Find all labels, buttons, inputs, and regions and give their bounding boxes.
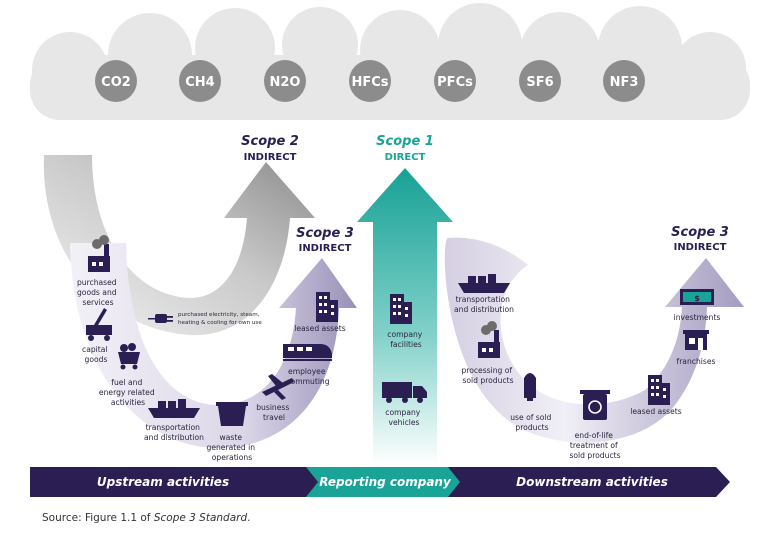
- light-bulb-icon: [524, 373, 536, 401]
- upstream-purchased-electricity-label: purchased electricity, steam, heating & …: [178, 312, 262, 326]
- svg-text:$: $: [694, 294, 700, 303]
- company-facilities-label: company facilities: [387, 330, 424, 349]
- gas-circle-ch4: [179, 60, 221, 102]
- gas-label: CO2: [101, 75, 131, 90]
- gas-label: SF6: [526, 75, 553, 90]
- company-vehicles-label: company vehicles: [385, 408, 422, 427]
- band-reporting: [306, 467, 464, 497]
- gas-circle-sf6: [519, 60, 561, 102]
- downstream-transport-label: transportation and distribution: [454, 295, 514, 314]
- scope3-upstream-arrow: [70, 243, 357, 448]
- downstream-use-label: use of sold products: [510, 413, 554, 432]
- gas-circle-co2: [95, 60, 137, 102]
- band-upstream-label: Upstream activities: [97, 475, 229, 489]
- band-reporting-label: Reporting company: [319, 475, 452, 489]
- scope2-subtitle: INDIRECT: [244, 152, 297, 163]
- scope3-upstream-subtitle: INDIRECT: [299, 243, 352, 254]
- scope3-downstream-subtitle: INDIRECT: [674, 242, 727, 253]
- upstream-capital-goods-label: capital goods: [82, 345, 110, 364]
- scope3-upstream-title: Scope 3: [296, 226, 354, 241]
- downstream-end-of-life-label: end-of-life treatment of sold products: [569, 431, 620, 460]
- cargo-ship-icon: [148, 399, 200, 418]
- downstream-factory-icon: [478, 321, 500, 358]
- downstream-processing-label: processing of sold products: [461, 366, 514, 385]
- source-suffix: .: [247, 512, 251, 524]
- band-downstream: [448, 467, 730, 497]
- source-caption: Source: Figure 1.1 of Scope 3 Standard.: [42, 512, 250, 524]
- upstream-fuel-energy-label: fuel and energy related activities: [99, 378, 157, 407]
- electric-plug-icon: [148, 314, 173, 323]
- upstream-waste-label: waste generated in operations: [207, 433, 258, 462]
- upstream-leased-assets-label: leased assets: [294, 324, 346, 333]
- airplane-icon: [262, 374, 294, 400]
- upstream-business-travel-label: business travel: [256, 403, 292, 422]
- gas-label: CH4: [185, 75, 214, 90]
- company-truck-icon: [382, 382, 427, 403]
- source-title: Scope 3 Standard: [153, 512, 248, 524]
- scope3-downstream-title: Scope 3: [671, 225, 729, 240]
- downstream-investments-label: investments: [674, 313, 721, 322]
- upstream-transport-label: transportation and distribution: [144, 423, 204, 442]
- company-facilities-icon: [390, 294, 412, 324]
- downstream-franchises-label: franchises: [677, 357, 716, 366]
- gas-circles: CO2 CH4 N2O HFCs PFCs SF6 NF3: [95, 60, 645, 102]
- storefront-icon: [683, 330, 709, 350]
- train-icon: [283, 344, 332, 361]
- downstream-leased-assets-label: leased assets: [630, 407, 682, 416]
- gas-circle-n2o: [264, 60, 306, 102]
- scope2-title: Scope 2: [241, 134, 299, 149]
- recycle-bin-icon: [580, 390, 610, 420]
- crane-truck-icon: [86, 308, 112, 341]
- mine-cart-icon: [118, 343, 140, 370]
- cloud-bank: [30, 3, 750, 120]
- downstream-cargo-ship-icon: [458, 274, 510, 293]
- office-building-icon: [316, 292, 338, 322]
- gas-label: NF3: [610, 75, 639, 90]
- band-downstream-label: Downstream activities: [516, 475, 668, 489]
- dumpster-icon: [216, 402, 248, 426]
- gas-label: N2O: [270, 75, 301, 90]
- gas-circle-pfcs: [434, 60, 476, 102]
- downstream-building-icon: [648, 375, 670, 405]
- gas-label: PFCs: [437, 75, 473, 90]
- upstream-purchased-goods-label: purchased goods and services: [77, 278, 119, 307]
- upstream-employee-commuting-label: employee commuting: [286, 367, 329, 386]
- money-icon: $: [680, 289, 714, 305]
- scope1-title: Scope 1: [376, 134, 434, 149]
- band-upstream: [30, 467, 322, 497]
- gas-circle-hfcs: [349, 60, 391, 102]
- scope1-subtitle: DIRECT: [385, 152, 426, 163]
- gas-label: HFCs: [351, 75, 388, 90]
- factory-icon: [88, 235, 110, 272]
- gas-circle-nf3: [603, 60, 645, 102]
- activity-band: Upstream activities Reporting company Do…: [30, 467, 730, 497]
- source-prefix: Source: Figure 1.1 of: [42, 512, 154, 524]
